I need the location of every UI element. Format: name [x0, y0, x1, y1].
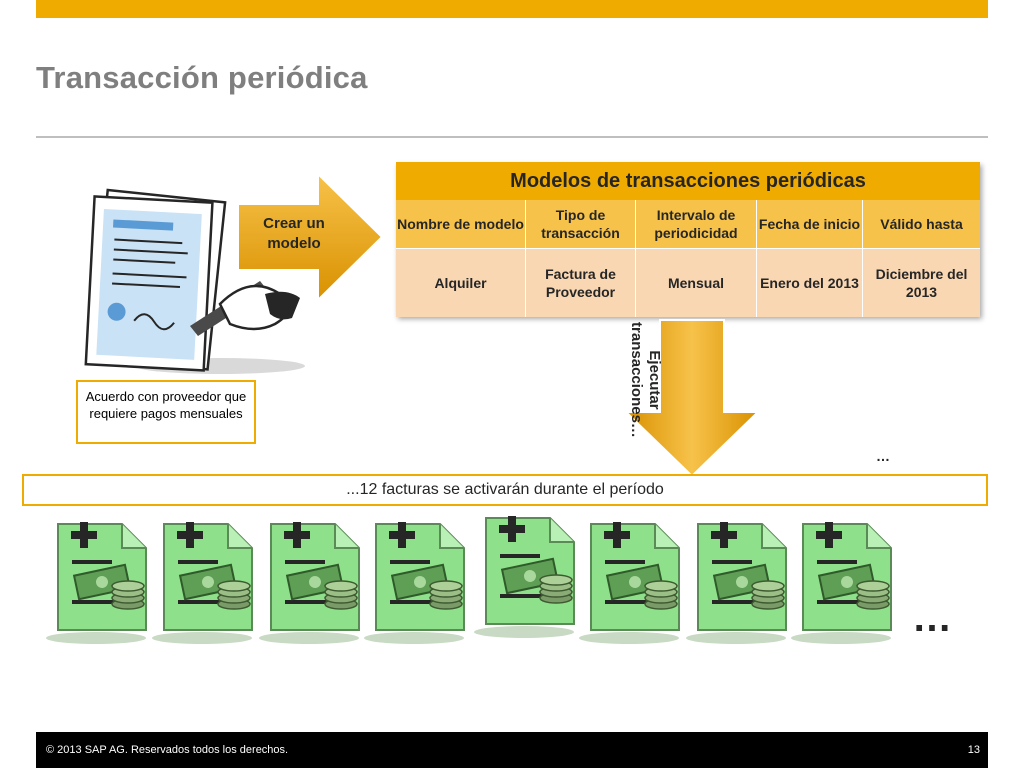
invoice-money-icon: [45, 521, 147, 645]
signed-document-icon: [84, 188, 305, 374]
more-invoices-ellipsis: …: [912, 596, 954, 640]
column-header: Fecha de inicio: [757, 200, 863, 248]
page-number: 13: [967, 744, 980, 756]
column-header: Intervalo de periodicidad: [636, 200, 757, 248]
invoice-money-icon: [473, 515, 575, 639]
table-cell: Alquiler: [396, 249, 526, 317]
agreement-note: Acuerdo con proveedor que requiere pagos…: [76, 380, 256, 444]
column-header: Nombre de modelo: [396, 200, 526, 248]
create-model-label: Crear un modelo: [263, 215, 325, 252]
table-header-row: Nombre de modelo Tipo de transacción Int…: [396, 200, 980, 248]
copyright-text: © 2013 SAP AG. Reservados todos los dere…: [46, 744, 289, 756]
invoice-money-icon: [363, 521, 465, 645]
title-divider: [36, 136, 988, 138]
footer-bar: © 2013 SAP AG. Reservados todos los dere…: [36, 732, 988, 768]
table-cell: Enero del 2013: [757, 249, 863, 317]
continuation-dots: …: [876, 448, 890, 464]
create-model-arrow: [237, 171, 384, 303]
invoices-banner: ...12 facturas se activarán durante el p…: [22, 474, 988, 506]
invoice-money-icon: [578, 521, 680, 645]
execute-transactions-arrow: [624, 319, 760, 478]
table-cell: Diciembre del 2013: [875, 266, 968, 300]
invoice-list: [42, 515, 982, 646]
column-header: Válido hasta: [880, 216, 963, 232]
invoice-money-icon: [685, 521, 787, 645]
table-cell: Factura de Proveedor: [526, 249, 636, 317]
table-row: Alquiler Factura de Proveedor Mensual En…: [396, 248, 980, 317]
invoice-money-icon: [151, 521, 253, 645]
top-accent-bar: [36, 0, 988, 18]
invoice-money-icon: [790, 521, 892, 645]
recurring-models-table: Modelos de transacciones periódicas Nomb…: [396, 162, 980, 317]
table-title: Modelos de transacciones periódicas: [396, 162, 980, 200]
slide-title: Transacción periódica: [36, 60, 368, 95]
table-cell: Mensual: [636, 249, 757, 317]
execute-transactions-label: Ejecutar transacciones…: [628, 322, 663, 438]
column-header: Tipo de transacción: [526, 200, 636, 248]
invoice-money-icon: [258, 521, 360, 645]
